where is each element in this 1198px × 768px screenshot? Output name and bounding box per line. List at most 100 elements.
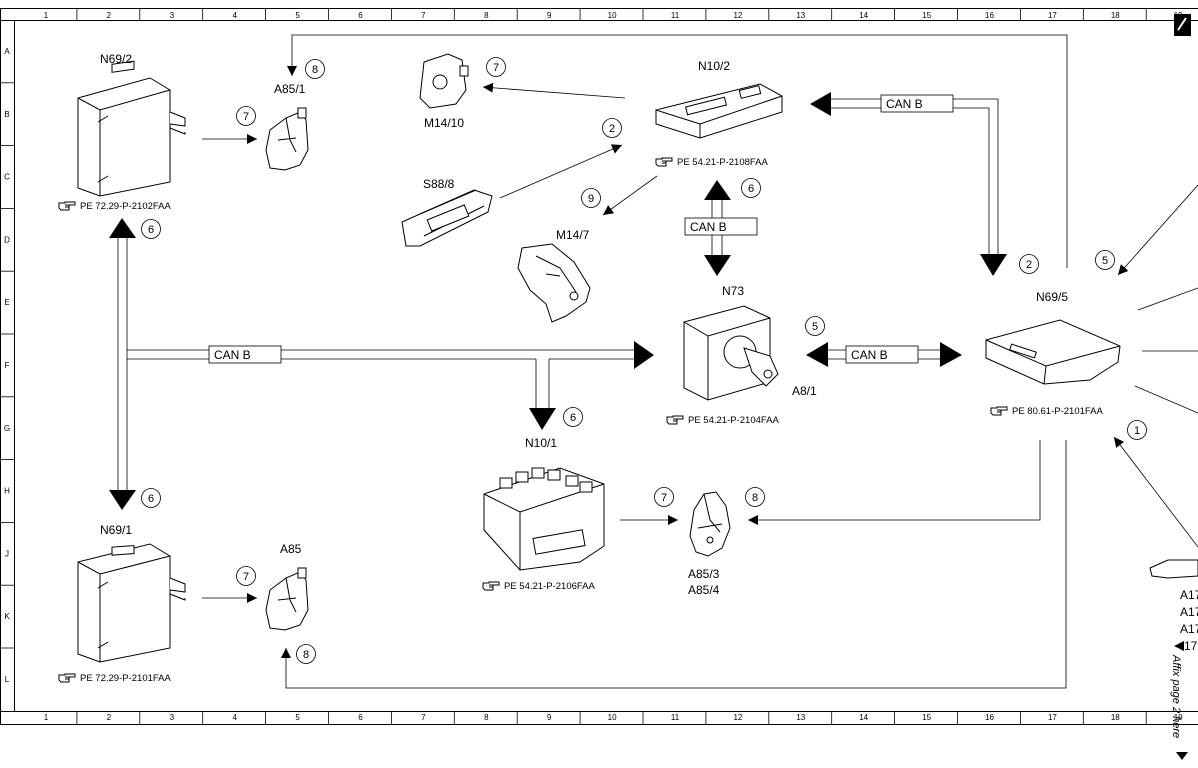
arrowhead-up-n69-2 [109,218,136,238]
marker-circle: 1 [1127,420,1147,440]
label-a17-3: A17 [1180,622,1198,636]
svg-text:CAN B: CAN B [886,97,923,111]
grid-row-label: A [4,47,10,56]
line-right-to-n69-5-bottom [1113,436,1198,548]
page-icon [1174,14,1191,36]
m14-7-actuator-drawing [517,243,591,323]
a85-3-door-lock-drawing [689,491,731,557]
svg-text:CAN B: CAN B [851,348,888,362]
label-n69-2: N69/2 [100,52,132,66]
svg-text:PE 54.21-P-2104FAA: PE 54.21-P-2104FAA [688,415,779,426]
svg-text:PE 72.29-P-2101FAA: PE 72.29-P-2101FAA [80,673,171,684]
ref-n69-2: PE 72.29-P-2102FAA [58,201,171,212]
grid-column-label: 15 [922,11,931,20]
svg-text:PE 54.21-P-2108FAA: PE 54.21-P-2108FAA [677,157,768,168]
component-labels: N69/2 A85/1 M14/10 N10/2 S88/8 M14/7 N73… [100,52,1198,653]
svg-text:PE 54.21-P-2106FAA: PE 54.21-P-2106FAA [504,581,595,592]
grid-column-label: 16 [985,11,994,20]
grid-column-label: 7 [421,11,426,20]
marker-circle: 6 [141,219,161,239]
grid-row-label: D [4,235,10,244]
grid-column-label: 11 [671,11,680,20]
a85-door-lock-drawing [265,567,309,631]
grid-column-label: 18 [1111,713,1120,722]
line-n69-5-right-3 [1134,385,1198,414]
reference-labels: PE 72.29-P-2102FAA PE 54.21-P-2108FAA PE… [58,157,1103,684]
grid-column-label: 7 [421,713,426,722]
diagram-frame [0,8,1198,725]
hand-icon [990,406,1008,416]
hand-icon [58,673,76,683]
grid-column-label: 9 [547,11,552,20]
marker-circle: 2 [602,118,622,138]
svg-text:9: 9 [588,193,594,205]
line-n69-5-to-a85-3 [748,440,1041,525]
marker-circle: 9 [581,188,601,208]
label-n10-1: N10/1 [525,436,557,450]
grid-column-label: 1 [44,713,49,722]
grid-row-label: F [5,361,10,370]
ref-n73: PE 54.21-P-2104FAA [666,415,779,426]
ref-n10-2: PE 54.21-P-2108FAA [655,157,768,168]
grid-row-label: E [4,298,9,307]
marker-circle: 7 [236,566,256,586]
can-b-arrowheads [109,92,1007,510]
line-n69-5-to-a85-1 [287,34,1068,268]
marker-circle: 5 [1095,250,1115,270]
svg-text:Affix page 2 here: Affix page 2 here [1170,654,1182,738]
grid-column-label: 13 [796,11,805,20]
arrowhead-right-n69-5 [940,342,962,367]
grid-column-label: 4 [232,713,237,722]
grid-column-label: 10 [608,11,617,20]
label-a85-4: A85/4 [688,583,720,597]
n69-5-control-unit-drawing [985,319,1121,385]
grid-column-label: 4 [232,11,237,20]
line-s88-8-to-n10-2 [499,144,623,199]
svg-text:5: 5 [1102,255,1108,267]
svg-text:7: 7 [493,62,499,74]
svg-text:6: 6 [748,183,754,195]
svg-text:7: 7 [661,492,667,504]
grid-column-label: 14 [859,713,868,722]
grid-column-label: 18 [1111,11,1120,20]
grid-column-label: 17 [1048,713,1057,722]
svg-text:6: 6 [570,412,576,424]
grid-column-label: 2 [107,11,112,20]
marker-circle: 6 [563,407,583,427]
grid-row-label: L [5,675,10,684]
hand-icon [482,581,500,591]
grid-column-label: 19 [1174,713,1183,722]
arrowhead-down-n73 [704,255,731,276]
marker-circle: 7 [654,487,674,507]
svg-text:PE 80.61-P-2101FAA: PE 80.61-P-2101FAA [1012,406,1103,417]
marker-circle: 7 [236,106,256,126]
label-n69-5: N69/5 [1036,290,1068,304]
marker-circle: 8 [296,644,316,664]
grid-column-label: 3 [170,713,175,722]
line-n10-2-to-m14-10 [482,82,626,99]
s88-8-switch-drawing [401,189,493,247]
label-n10-2: N10/2 [698,59,730,73]
hand-icon [666,415,684,425]
svg-text:2: 2 [1026,259,1032,271]
line-n10-2-to-m14-7 [602,175,658,216]
grid-row-label: J [5,549,9,558]
grid-column-label: 5 [295,11,300,20]
line-right-to-n69-5-top [1117,184,1198,276]
arrowhead-down-n69-5 [980,254,1007,276]
svg-text:5: 5 [812,321,818,333]
grid-row-label: G [4,424,10,433]
grid-column-label: 3 [170,11,175,20]
svg-text:8: 8 [303,649,309,661]
grid-column-label: 6 [358,11,363,20]
arrowhead-left-n10-2 [810,92,831,116]
line-n69-5-to-a85 [281,440,1067,689]
svg-text:7: 7 [243,571,249,583]
grid-column-label: 10 [608,713,617,722]
affix-arrow-icon [1176,752,1188,760]
grid-column-label: 13 [796,713,805,722]
grid-row-label: C [4,173,10,182]
grid-row-label: B [4,110,9,119]
a85-1-door-lock-drawing [265,107,309,171]
